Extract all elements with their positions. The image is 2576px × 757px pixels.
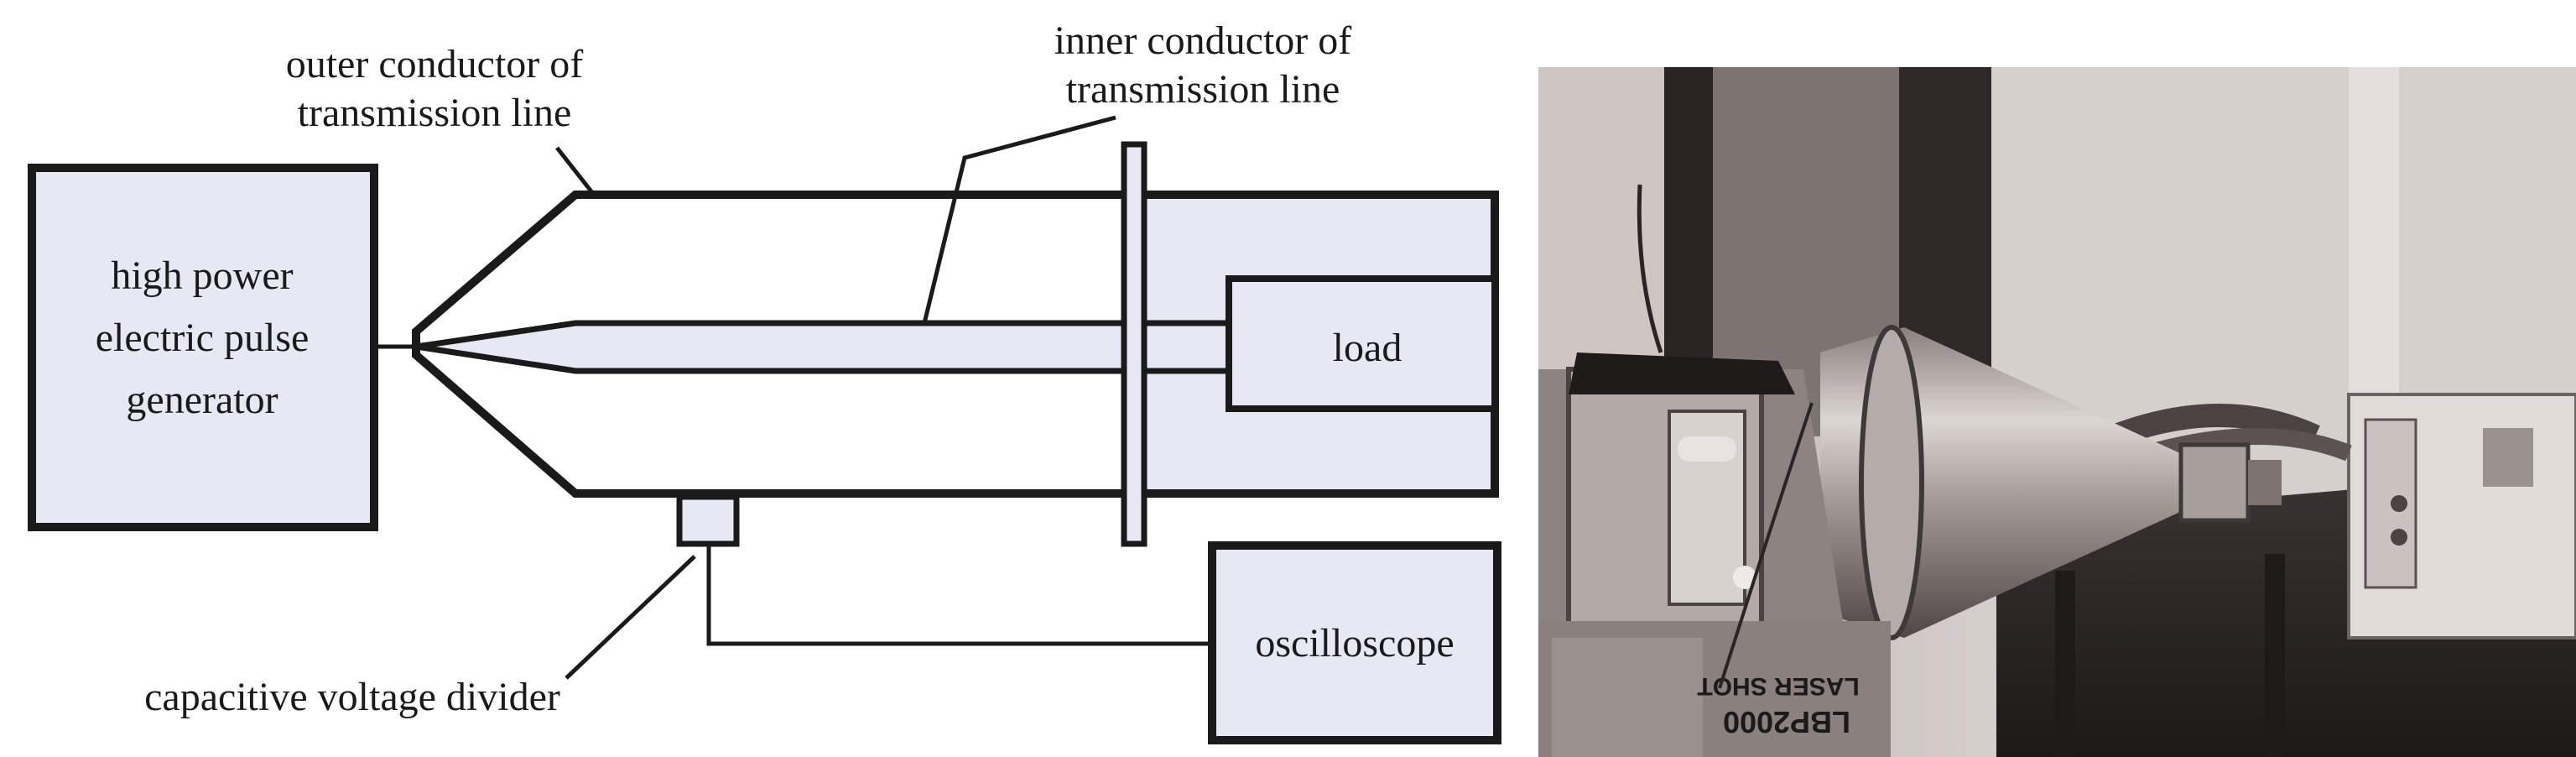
load-label: load [1333,326,1402,370]
generator-box [28,164,378,531]
signal-cable-line [706,544,1212,646]
generator-label-line2: electric pulse [96,316,310,360]
divider-leader [565,555,696,680]
inner-conductor-leader [922,115,1116,324]
outer-conductor-label-line1: outer conductor of [286,42,584,86]
outer-conductor-label-line2: transmission line [298,91,572,135]
laser-shot-box: LASER SHOT LBP2000 [1538,621,1891,757]
schematic-diagram: outer conductor of transmission line inn… [28,18,1501,744]
inner-conductor-label-line1: inner conductor of [1054,18,1352,63]
photograph: LASER SHOT LBP2000 [1538,67,2576,757]
flange [1121,141,1147,547]
divider-block [676,493,740,547]
divider-label: capacitive voltage divider [144,675,560,719]
inner-conductor [415,320,1232,374]
generator-label-line3: generator [126,378,278,422]
load-box [1226,275,1498,412]
outer-conductor-leader [555,146,596,196]
svg-text:LBP2000: LBP2000 [1723,705,1850,739]
generator-label-line1: high power [111,253,293,298]
oscilloscope-label: oscilloscope [1255,621,1454,666]
photo-oscilloscope [1538,352,1845,655]
inner-conductor-label-line2: transmission line [1066,67,1340,112]
